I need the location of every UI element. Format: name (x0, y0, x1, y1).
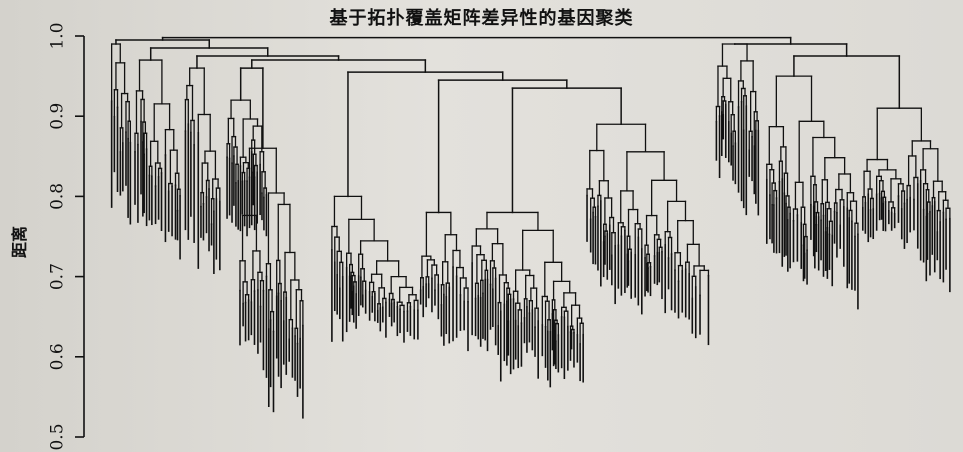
y-tick-label: 0.7 (48, 263, 68, 290)
y-tick-label: 0.6 (48, 343, 68, 370)
y-tick-label: 0.5 (48, 423, 68, 450)
y-tick-label: 0.9 (48, 103, 68, 130)
dendrogram-tree (110, 36, 951, 419)
y-tick-label: 1.0 (48, 22, 68, 49)
y-tick-label: 0.8 (48, 183, 68, 210)
y-axis: 0.5 0.6 0.7 0.8 0.9 1.0 (48, 22, 85, 451)
chart-title: 基于拓扑覆盖矩阵差异性的基因聚类 (329, 8, 634, 29)
